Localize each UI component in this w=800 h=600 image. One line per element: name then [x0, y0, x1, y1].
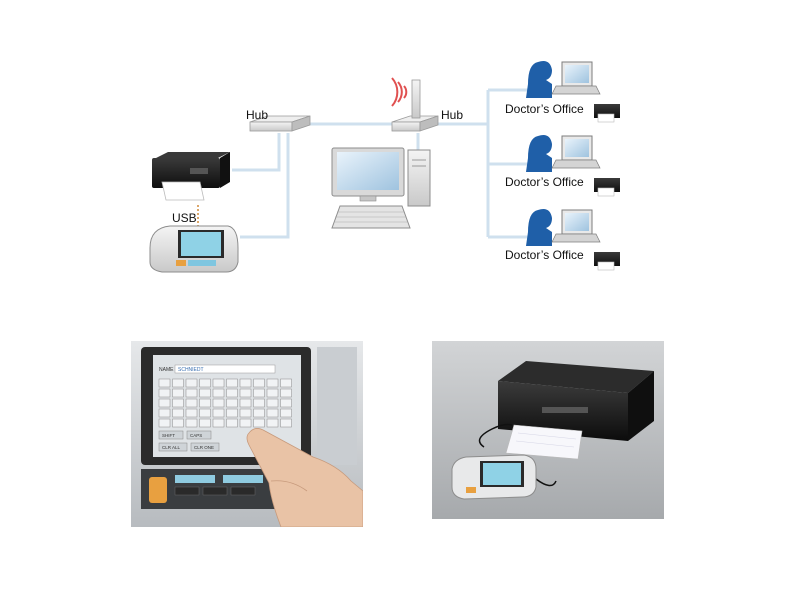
keyboard-key[interactable]	[212, 378, 225, 388]
office-1-label: Doctor’s Office	[505, 102, 584, 116]
touchscreen-photo: NAME SCHNIEDT SHIFT CAPS CLR ALL CLR ONE	[131, 341, 363, 527]
hub-left	[249, 115, 311, 132]
keyboard-key[interactable]	[239, 378, 252, 388]
keyboard-key[interactable]	[199, 378, 211, 388]
keyboard-key[interactable]	[199, 408, 211, 418]
keyboard-key[interactable]	[239, 408, 252, 418]
panel-button-3[interactable]	[174, 486, 200, 496]
keyboard-key[interactable]	[226, 378, 238, 388]
doctors-office-3	[526, 209, 620, 271]
orange-button[interactable]	[149, 477, 167, 503]
hub-right	[391, 115, 439, 132]
printer-illustration	[432, 341, 664, 519]
keyboard-key[interactable]	[266, 388, 279, 398]
keyboard-key[interactable]	[185, 388, 198, 398]
doctors-office-1	[526, 61, 620, 123]
hub-left-label: Hub	[246, 108, 268, 122]
keyboard-key[interactable]	[158, 378, 171, 388]
keyboard-key[interactable]	[185, 408, 198, 418]
keyboard-key[interactable]	[253, 408, 265, 418]
doctors-office-2	[526, 135, 620, 197]
wireless-access-point	[391, 77, 421, 119]
on-screen-keyboard[interactable]	[158, 378, 292, 428]
network-lines	[232, 88, 528, 239]
keyboard-key[interactable]	[280, 418, 292, 428]
hub-right-label: Hub	[441, 108, 463, 122]
keyboard-key[interactable]	[199, 418, 211, 428]
name-field-label: NAME	[159, 367, 174, 373]
keyboard-key[interactable]	[226, 398, 238, 408]
keyboard-key[interactable]	[172, 408, 184, 418]
name-field[interactable]	[174, 364, 276, 374]
touchscreen-illustration: NAME SCHNIEDT SHIFT CAPS CLR ALL CLR ONE	[131, 341, 363, 527]
printer-left	[152, 152, 230, 201]
keyboard-key[interactable]	[199, 388, 211, 398]
keyboard-key[interactable]	[280, 378, 292, 388]
office-3-label: Doctor’s Office	[505, 248, 584, 262]
printer-photo	[432, 341, 664, 519]
pointing-hand	[246, 428, 363, 527]
keyboard-key[interactable]	[158, 388, 171, 398]
panel-button-5[interactable]	[230, 486, 256, 496]
keyboard-key[interactable]	[253, 398, 265, 408]
panel-button-1[interactable]	[175, 475, 215, 483]
name-field-value: SCHNIEDT	[178, 367, 204, 373]
panel-button-4[interactable]	[202, 486, 228, 496]
keyboard-key[interactable]	[172, 388, 184, 398]
keyboard-key[interactable]	[226, 408, 238, 418]
keyboard-key[interactable]	[172, 378, 184, 388]
keyboard-key[interactable]	[226, 388, 238, 398]
keyboard-key[interactable]	[253, 378, 265, 388]
panel-button-2[interactable]	[223, 475, 263, 483]
keyboard-key[interactable]	[266, 398, 279, 408]
keyboard-key[interactable]	[266, 418, 279, 428]
keyboard-key[interactable]	[158, 398, 171, 408]
key-clr-all-label: CLR ALL	[162, 445, 181, 450]
keyboard-key[interactable]	[212, 398, 225, 408]
usb-label: USB	[172, 211, 197, 225]
keyboard-key[interactable]	[239, 418, 252, 428]
keyboard-key[interactable]	[253, 388, 265, 398]
keyboard-key[interactable]	[199, 398, 211, 408]
key-shift-label: SHIFT	[162, 433, 175, 438]
medical-device	[149, 225, 239, 273]
keyboard-key[interactable]	[212, 388, 225, 398]
key-caps-label: CAPS	[190, 433, 202, 438]
keyboard-key[interactable]	[266, 378, 279, 388]
keyboard-key[interactable]	[226, 418, 238, 428]
office-2-label: Doctor’s Office	[505, 175, 584, 189]
keyboard-key[interactable]	[280, 398, 292, 408]
keyboard-key[interactable]	[253, 418, 265, 428]
keyboard-key[interactable]	[266, 408, 279, 418]
key-shift[interactable]	[158, 430, 184, 440]
keyboard-key[interactable]	[212, 408, 225, 418]
key-clr-one[interactable]	[190, 442, 220, 452]
keyboard-key[interactable]	[172, 398, 184, 408]
keyboard-key[interactable]	[212, 418, 225, 428]
keyboard-key[interactable]	[158, 408, 171, 418]
key-clr-one-label: CLR ONE	[194, 445, 214, 450]
network-diagram: Hub Hub USB	[149, 61, 620, 273]
keyboard-key[interactable]	[239, 398, 252, 408]
keyboard-key[interactable]	[185, 398, 198, 408]
keyboard-key[interactable]	[185, 378, 198, 388]
desktop-computer	[331, 147, 431, 229]
keyboard-key[interactable]	[280, 408, 292, 418]
key-clr-all[interactable]	[158, 442, 188, 452]
keyboard-key[interactable]	[280, 388, 292, 398]
keyboard-key[interactable]	[239, 388, 252, 398]
keyboard-key[interactable]	[172, 418, 184, 428]
keyboard-key[interactable]	[158, 418, 171, 428]
keyboard-key[interactable]	[185, 418, 198, 428]
key-caps[interactable]	[186, 430, 212, 440]
